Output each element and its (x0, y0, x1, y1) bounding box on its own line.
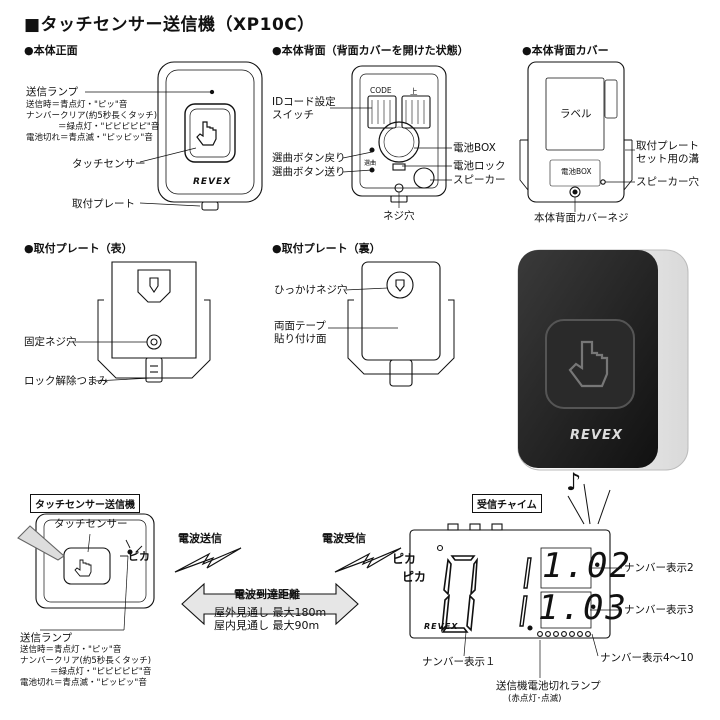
num-label-4-10: ナンバー表示4〜10 (600, 652, 694, 664)
radio-send-label: 電波送信 (178, 532, 222, 545)
receiver-num2-display: 1.02 (542, 546, 632, 586)
range-outdoor: 屋外見通し 最大180m (214, 606, 327, 619)
front-lamp-note-3: ＝緑点灯・"ピピピピピ"音 (58, 122, 160, 132)
receiver-title: 受信チャイム (472, 494, 542, 513)
battery-lamp-label-1: 送信機電池切れランプ (496, 680, 601, 692)
cover-label-area: ラベル (560, 108, 592, 120)
cover-speaker-hole: スピーカー穴 (636, 176, 699, 188)
front-heading: ●本体正面 (24, 44, 78, 57)
back-id-label-1: IDコード設定 (272, 96, 336, 108)
back-screw-hole: ネジ穴 (383, 210, 415, 222)
front-lamp-note-2: ナンバークリア(約5秒長くタッチ) (26, 111, 158, 121)
back-speaker: スピーカー (453, 174, 506, 186)
cover-battery-box: 電池BOX (561, 167, 592, 176)
bottom-lamp-note-2: ナンバークリア(約5秒長くタッチ) (20, 656, 152, 666)
range-arrow (181, 582, 359, 626)
back-tiny-code: CODE (370, 86, 392, 95)
bottom-lamp-note-3: ＝緑点灯・"ピピピピピ"音 (50, 667, 152, 677)
num-label-3: ナンバー表示3 (624, 604, 694, 616)
back-tiny-sel: 選曲 (364, 160, 377, 167)
bottom-transmitter-title: タッチセンサー送信機 (30, 494, 140, 513)
receiver-pika-2: ピカ (402, 570, 427, 584)
back-battery-lock: 電池ロック (453, 160, 506, 172)
lightning-right-icon (334, 547, 402, 573)
num-label-1: ナンバー表示１ (422, 656, 496, 668)
receiver-pika-1: ピカ (392, 552, 417, 566)
receiver (409, 523, 611, 639)
front-view (157, 61, 263, 211)
battery-lamp-label-2: (赤点灯･点滅) (508, 694, 562, 704)
bottom-lamp-note-4: 電池切れ＝青点滅・"ピッピッ"音 (20, 678, 147, 688)
bottom-lamp-note-1: 送信時＝青点灯・"ピッ"音 (20, 645, 122, 655)
product-logo: REVEX (570, 428, 623, 443)
front-lamp-label: 送信ランプ (26, 86, 79, 98)
cover-groove-2: セット用の溝 (636, 153, 699, 165)
radio-receive-label: 電波受信 (322, 532, 366, 545)
cover-view (519, 61, 633, 203)
front-lamp-note-4: 電池切れ＝青点滅・"ピッピッ"音 (26, 133, 153, 143)
bottom-lamp-label: 送信ランプ (20, 632, 73, 644)
plate-back-hook-screw: ひっかけネジ穴 (274, 284, 348, 296)
front-touch-label: タッチセンサー (72, 158, 146, 170)
front-logo: REVEX (193, 177, 232, 187)
back-battery-box: 電池BOX (453, 142, 496, 154)
back-tiny-up: 上 (410, 87, 418, 96)
plate-front-fix-screw: 固定ネジ穴 (24, 336, 77, 348)
plate-front-heading: ●取付プレート（表） (24, 242, 133, 255)
music-note-icon: ♪ (566, 468, 582, 496)
plate-front-view (97, 261, 211, 383)
lightning-left-icon (174, 547, 242, 573)
plate-back-view (347, 261, 455, 387)
back-song-next: 選曲ボタン送り (272, 166, 346, 178)
bottom-pika: ピカ (128, 550, 150, 563)
plate-back-heading: ●取付プレート（裏） (272, 242, 381, 255)
front-plate-label: 取付プレート (72, 198, 135, 210)
bottom-transmitter (17, 513, 155, 609)
bottom-touch-label: タッチセンサー (54, 518, 128, 530)
cover-groove-1: 取付プレート (636, 140, 699, 152)
back-heading: ●本体背面（背面カバーを開けた状態） (272, 44, 469, 57)
receiver-logo: REVEX (424, 622, 459, 631)
back-view (351, 65, 447, 203)
cover-heading: ●本体背面カバー (522, 44, 609, 57)
back-id-label-2: スイッチ (272, 109, 314, 121)
range-indoor: 屋内見通し 最大90m (214, 619, 320, 632)
back-song-prev: 選曲ボタン戻り (272, 152, 346, 164)
num-label-2: ナンバー表示2 (624, 562, 694, 574)
plate-back-tape-1: 両面テープ (274, 320, 326, 332)
plate-back-tape-2: 貼り付け面 (274, 333, 327, 345)
receiver-num3-display: 1.03 (538, 588, 628, 628)
product-photo (517, 249, 689, 471)
page-title: ■タッチセンサー送信機（XP10C） (24, 15, 315, 35)
front-lamp-note-1: 送信時＝青点灯・"ピッ"音 (26, 100, 128, 110)
cover-screw-label: 本体背面カバーネジ (534, 212, 629, 224)
plate-front-lock-release: ロック解除つまみ (24, 375, 108, 387)
range-title: 電波到達距離 (234, 588, 300, 601)
